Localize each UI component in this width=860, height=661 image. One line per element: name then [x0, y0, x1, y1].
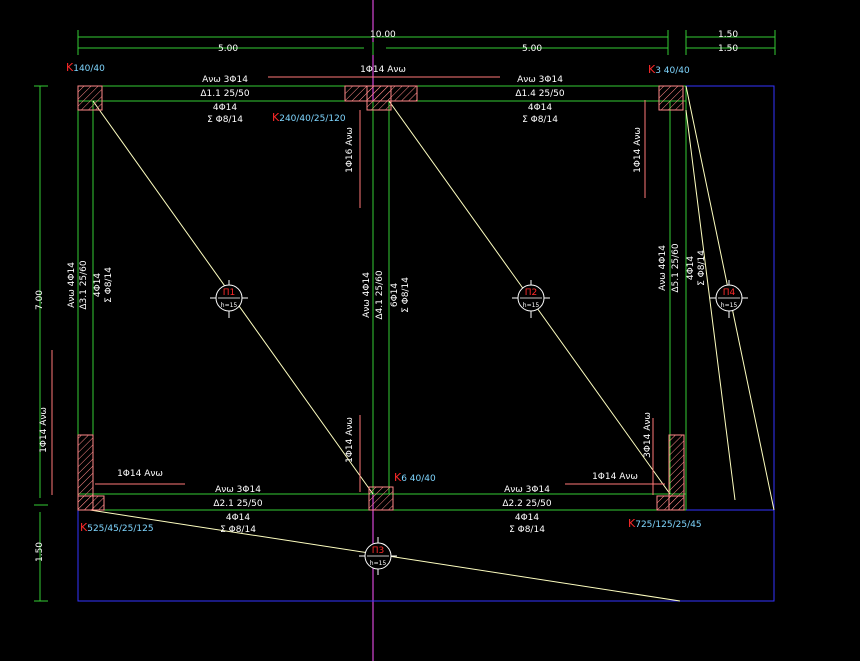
column-k5	[77, 495, 105, 511]
svg-text:h=15: h=15	[721, 302, 738, 309]
svg-text:Π1: Π1	[223, 288, 236, 298]
svg-text:Δ1.1 25/50: Δ1.1 25/50	[200, 89, 250, 99]
svg-text:Ανω 4Φ14: Ανω 4Φ14	[362, 272, 372, 318]
dim-left-bottom: 1.50	[35, 542, 45, 562]
svg-text:Δ4.1 25/60: Δ4.1 25/60	[375, 270, 385, 320]
extra-bar-k2-down: 1Φ16 Ανω	[345, 127, 355, 173]
svg-text:Δ5.1 25/60: Δ5.1 25/60	[671, 243, 681, 293]
beam-label-d21: Ανω 3Φ14 Δ2.1 25/50 4Φ14 Σ Φ8/14	[213, 485, 263, 535]
column-k3	[658, 85, 684, 111]
svg-text:h=15: h=15	[370, 560, 387, 567]
svg-text:4Φ14: 4Φ14	[226, 513, 251, 523]
slab-marker-p4: Π4 h=15	[710, 280, 748, 318]
dim-left-main: 7.00	[35, 290, 45, 310]
svg-text:4Φ14: 4Φ14	[213, 103, 238, 113]
svg-text:4Φ14: 4Φ14	[528, 103, 553, 113]
beam-label-d22: Ανω 3Φ14 Δ2.2 25/50 4Φ14 Σ Φ8/14	[502, 485, 552, 535]
svg-text:4Φ14: 4Φ14	[93, 273, 103, 298]
svg-text:Δ1.4 25/50: Δ1.4 25/50	[515, 89, 565, 99]
dim-top-right-half: 5.00	[522, 44, 542, 54]
extra-bar-left-vert: 1Φ14 Ανω	[39, 407, 49, 453]
top-dimension-lines	[77, 30, 776, 55]
dim-top-total: 10.00	[370, 30, 396, 40]
svg-text:Π2: Π2	[525, 288, 538, 298]
svg-text:Σ Φ8/14: Σ Φ8/14	[207, 115, 243, 125]
column-k2	[366, 85, 392, 111]
column-label-k5: K525/45/25/125	[80, 521, 154, 534]
beam-label-d51: Ανω 4Φ14 Δ5.1 25/60 4Φ14 Σ Φ8/14	[658, 243, 707, 293]
svg-text:Σ Φ8/14: Σ Φ8/14	[697, 250, 707, 286]
column-label-k2: K240/40/25/120	[272, 111, 346, 124]
svg-text:Σ Φ8/14: Σ Φ8/14	[401, 277, 411, 313]
column-k1	[77, 85, 103, 111]
columns	[77, 85, 685, 511]
svg-text:Ανω 4Φ14: Ανω 4Φ14	[658, 245, 668, 291]
svg-text:4Φ14: 4Φ14	[686, 256, 696, 281]
svg-text:Σ Φ8/14: Σ Φ8/14	[522, 115, 558, 125]
svg-text:Ανω 3Φ14: Ανω 3Φ14	[504, 485, 550, 495]
column-label-k3: K3 40/40	[648, 63, 690, 76]
svg-text:Ανω 3Φ14: Ανω 3Φ14	[202, 75, 248, 85]
column-label-k6: K6 40/40	[394, 471, 436, 484]
extra-bar-bot-left: 1Φ14 Ανω	[117, 469, 163, 479]
svg-text:6Φ14: 6Φ14	[390, 283, 400, 308]
column-label-k7: K725/125/25/45	[628, 517, 702, 530]
column-k6	[368, 486, 394, 511]
extra-bar-top-mid: 1Φ14 Ανω	[360, 65, 406, 75]
svg-text:Δ2.2 25/50: Δ2.2 25/50	[502, 499, 552, 509]
extra-rebar-lines	[51, 76, 665, 495]
svg-text:h=15: h=15	[523, 302, 540, 309]
slab-marker-p3: Π3 h=15	[359, 537, 397, 575]
slab-marker-p2: Π2 h=15	[512, 280, 550, 318]
dim-top-left-half: 5.00	[218, 44, 238, 54]
column-label-k1: K140/40	[66, 61, 105, 74]
svg-text:Π4: Π4	[723, 288, 736, 298]
slab-marker-p1: Π1 h=15	[210, 280, 248, 318]
dim-top-right-2: 1.50	[718, 44, 738, 54]
svg-text:Σ Φ8/14: Σ Φ8/14	[220, 525, 256, 535]
beam-label-d11: Ανω 3Φ14 Δ1.1 25/50 4Φ14 Σ Φ8/14	[200, 75, 250, 125]
extra-bar-k3-down: 1Φ14 Ανω	[633, 127, 643, 173]
svg-text:Π3: Π3	[372, 546, 385, 556]
svg-text:Σ Φ8/14: Σ Φ8/14	[104, 267, 114, 303]
beam-label-d41: Ανω 4Φ14 Δ4.1 25/60 6Φ14 Σ Φ8/14	[362, 270, 411, 320]
svg-text:4Φ14: 4Φ14	[515, 513, 540, 523]
svg-text:Δ3.1 25/60: Δ3.1 25/60	[79, 260, 89, 310]
svg-text:Ανω 4Φ14: Ανω 4Φ14	[67, 262, 77, 308]
svg-text:Δ2.1 25/50: Δ2.1 25/50	[213, 499, 263, 509]
svg-text:h=15: h=15	[221, 302, 238, 309]
left-dimension-lines	[34, 85, 48, 602]
extra-bar-k6-up: 1Φ14 Ανω	[345, 417, 355, 463]
svg-text:Σ Φ8/14: Σ Φ8/14	[509, 525, 545, 535]
beam-label-d14: Ανω 3Φ14 Δ1.4 25/50 4Φ14 Σ Φ8/14	[515, 75, 565, 125]
dim-top-right: 1.50	[718, 30, 738, 40]
beam-label-d31: Ανω 4Φ14 Δ3.1 25/60 4Φ14 Σ Φ8/14	[67, 260, 114, 310]
column-k7	[656, 495, 685, 511]
svg-text:Ανω 3Φ14: Ανω 3Φ14	[215, 485, 261, 495]
svg-text:Ανω 3Φ14: Ανω 3Φ14	[517, 75, 563, 85]
extra-bar-k7-up: 3Φ14 Ανω	[643, 412, 653, 458]
extra-bar-bot-right: 1Φ14 Ανω	[592, 472, 638, 482]
